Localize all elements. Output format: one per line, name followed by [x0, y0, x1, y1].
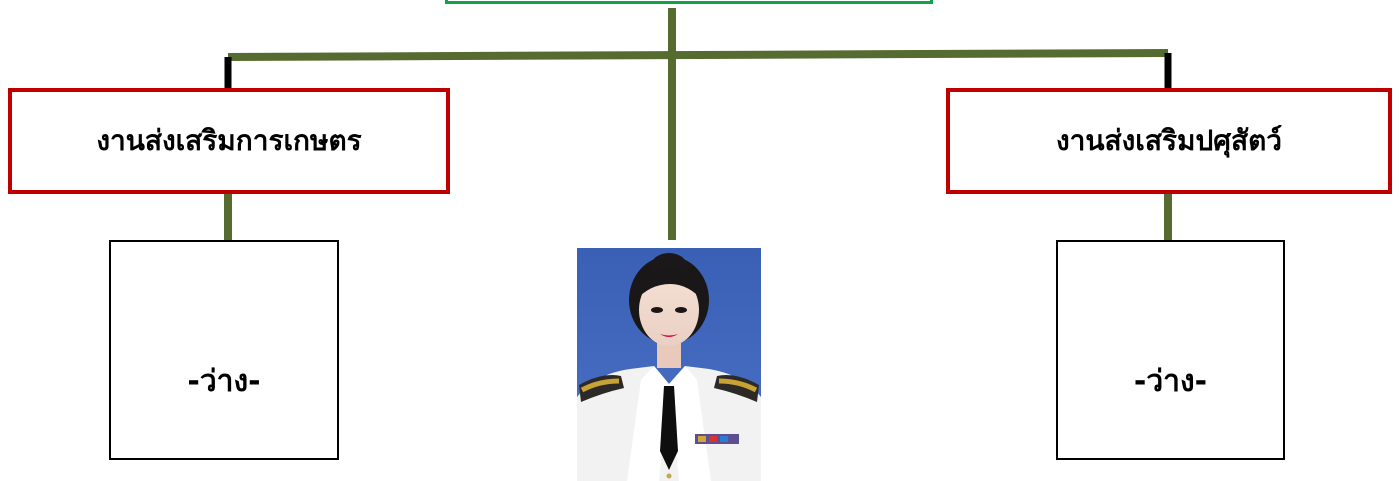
livestock-promotion-unit-label: งานส่งเสริมปศุสัตว์	[1056, 124, 1282, 157]
portrait-hair-fringe	[635, 268, 704, 302]
portrait-button-1	[666, 473, 672, 479]
livestock-position-status: -ว่าง-	[1133, 363, 1208, 399]
portrait-ribbon-stripe-1	[698, 436, 706, 442]
portrait-face	[639, 274, 699, 346]
portrait-right-epaulette-embroidery	[718, 378, 758, 393]
portrait-left-eye	[651, 307, 663, 313]
portrait-collar-left	[627, 366, 669, 481]
agriculture-promotion-unit-label: งานส่งเสริมการเกษตร	[96, 124, 362, 157]
portrait-collar-right	[669, 366, 711, 481]
livestock-promotion-unit-box: งานส่งเสริมปศุสัตว์	[946, 88, 1392, 194]
agriculture-promotion-unit-box: งานส่งเสริมการเกษตร	[8, 88, 450, 194]
top-unit-box	[445, 0, 933, 4]
agriculture-position-box: -ว่าง-	[109, 240, 339, 460]
portrait-ribbon-stripe-2	[709, 436, 717, 442]
agriculture-position-status: -ว่าง-	[187, 363, 261, 399]
portrait-drawing	[577, 248, 761, 481]
portrait-mouth	[660, 334, 678, 337]
livestock-position-box: -ว่าง-	[1056, 240, 1285, 460]
portrait-left-epaulette-embroidery	[580, 378, 620, 393]
portrait-tie	[660, 386, 678, 470]
portrait-ribbon-stripe-3	[720, 436, 728, 442]
portrait-right-eye	[675, 307, 687, 313]
horizontal-connector	[227, 49, 1169, 61]
staff-portrait	[577, 248, 761, 481]
